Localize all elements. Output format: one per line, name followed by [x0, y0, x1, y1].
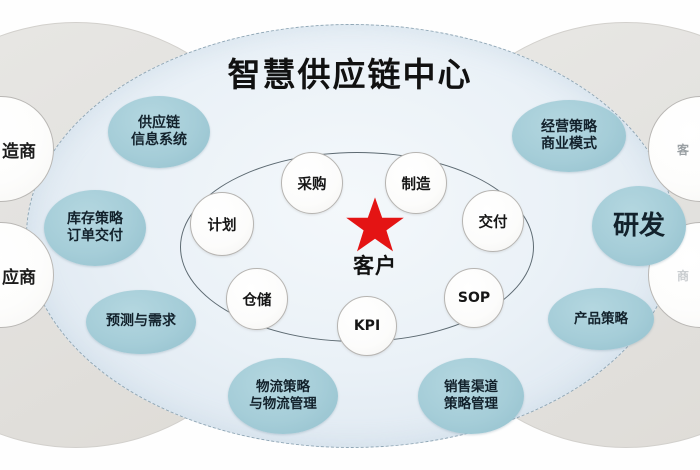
satellite-sales-channel-strategy[interactable]: 销售渠道 策略管理: [418, 358, 524, 434]
satellite-label-line2: 信息系统: [131, 132, 187, 148]
center-customer-label: 客户: [353, 254, 397, 278]
node-manufacture[interactable]: 制造: [385, 152, 447, 214]
satellite-label-line1: 经营策略: [541, 118, 597, 135]
center-customer-marker: 客户: [320, 196, 430, 288]
actor-label-top-right: 客: [676, 142, 689, 157]
page-title: 智慧供应链中心: [227, 55, 473, 94]
node-label-manufacture: 制造: [401, 176, 431, 193]
satellite-label-line1: 物流策略: [256, 379, 310, 396]
node-label-delivery: 交付: [478, 214, 508, 231]
node-label-kpi: KPI: [353, 318, 381, 334]
node-purchase[interactable]: 采购: [281, 152, 343, 214]
satellite-business-strategy-model[interactable]: 经营策略 商业模式: [512, 100, 626, 172]
satellite-product-strategy[interactable]: 产品策略: [548, 288, 654, 350]
node-warehouse[interactable]: 仓储: [226, 268, 288, 330]
satellite-supply-chain-information-system[interactable]: 供应链 信息系统: [108, 96, 210, 168]
satellite-forecast-demand[interactable]: 预测与需求: [86, 290, 196, 354]
satellite-label-line1: 供应链: [138, 114, 180, 131]
node-label-warehouse: 仓储: [242, 292, 272, 309]
node-delivery[interactable]: 交付: [462, 190, 524, 252]
actor-label-bottom-right: 商: [676, 268, 689, 283]
satellite-label-line1: 预测与需求: [106, 313, 176, 330]
satellite-label-line2: 商业模式: [541, 136, 597, 152]
satellite-inventory-strategy[interactable]: 库存策略 订单交付: [44, 190, 146, 266]
satellite-label-line1: 库存策略: [67, 210, 123, 227]
actor-label-bottom-left: 应商: [2, 267, 36, 288]
node-label-plan: 计划: [207, 217, 237, 234]
actor-label-top-left: 造商: [2, 141, 36, 162]
node-label-sop: SOP: [457, 290, 491, 306]
satellite-label-line2: 策略管理: [444, 396, 498, 412]
satellite-research-development[interactable]: 研发: [592, 186, 686, 266]
satellite-label-line1: 研发: [612, 210, 665, 241]
node-plan[interactable]: 计划: [190, 192, 254, 256]
satellite-label-line1: 销售渠道: [444, 379, 498, 396]
satellite-label-line2: 订单交付: [67, 228, 123, 244]
satellite-logistics-strategy[interactable]: 物流策略 与物流管理: [228, 358, 338, 434]
node-label-purchase: 采购: [297, 176, 327, 193]
satellite-label-line2: 与物流管理: [249, 396, 317, 412]
red-star-icon: [346, 197, 404, 252]
node-sop[interactable]: SOP: [444, 268, 504, 328]
node-kpi[interactable]: KPI: [337, 296, 397, 356]
satellite-label-line1: 产品策略: [574, 310, 628, 327]
